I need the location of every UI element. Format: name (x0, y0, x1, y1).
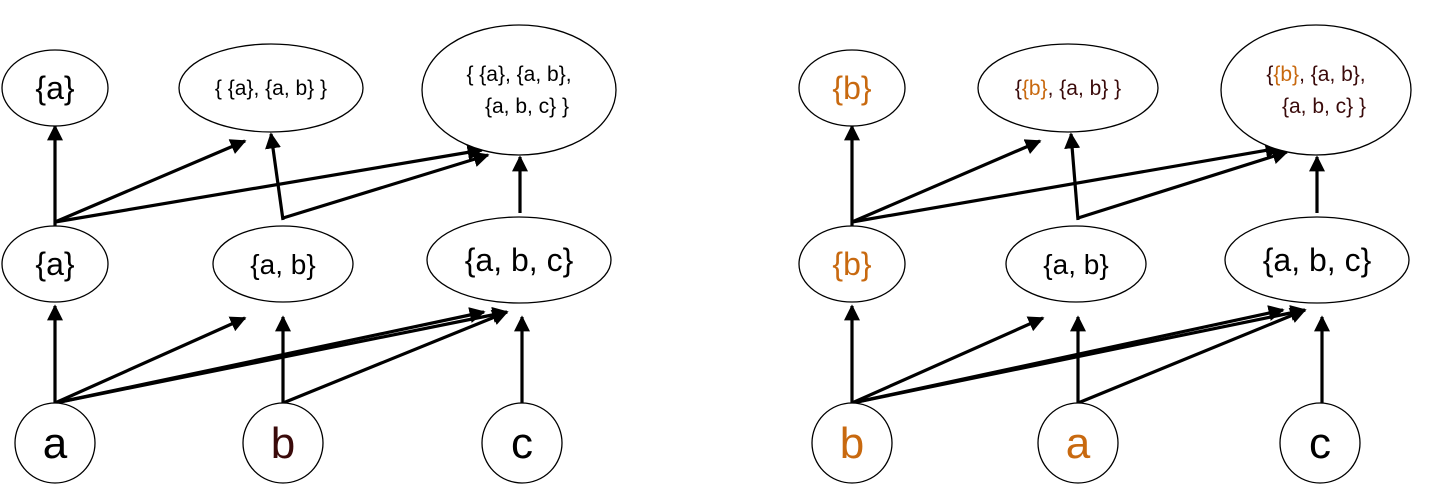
left-singleton-node-0-outline (1, 225, 109, 303)
left-singleton-node-2: {a, b, c} (426, 216, 612, 304)
left-singleton-node-0: {a} (1, 225, 109, 303)
right-input-node-0: b (811, 402, 893, 484)
left-powerset-node-1-outline (178, 43, 364, 133)
right-powerset-node-0-label-part: {b} (832, 70, 871, 106)
left-singleton-node-2-label-part: {a, b, c} (465, 242, 574, 278)
left-input-node-2-label: c (511, 419, 533, 468)
left-powerset-node-2-label-part: {a, b, c} } (485, 95, 569, 118)
left-input-node-0-label: a (43, 419, 68, 468)
right-singleton-node-1-label: {a, b} (1043, 249, 1108, 280)
left-input-node-2: c (481, 402, 563, 484)
left-input-node-1-label: b (271, 419, 295, 468)
right-singleton-node-2-outline (1224, 216, 1410, 304)
right-input-node-0-label-part: b (840, 419, 864, 468)
right-powerset-node-2-label-part: {a, b, c} } (1282, 95, 1366, 118)
right-singleton-node-1: {a, b} (1005, 225, 1147, 303)
left-panel: a b c {a} {a, b} {a, b, c} {a} { {a}, {a, b} } {… (1, 24, 617, 484)
left-input-node-0-outline (14, 402, 96, 484)
right-arrows (844, 124, 1330, 405)
left-powerset-node-1-label: { {a}, {a, b} } (215, 77, 327, 100)
right-input-node-2-label-part: c (1309, 419, 1331, 468)
right-powerset-node-1-label-part: {b} (1022, 77, 1048, 100)
right-powerset-node-2-label: {{b}, {a, b}, {a, b, c} } (1266, 63, 1366, 118)
right-powerset-node-1-label: {{b}, {a, b} } (1015, 77, 1121, 100)
right-input-node-2-label: c (1309, 419, 1331, 468)
right-arrow-9 (851, 142, 1282, 224)
left-singleton-node-1-label-part: {a, b} (250, 249, 315, 280)
right-powerset-node-1-outline (977, 43, 1159, 133)
right-powerset-node-0-label: {b} (832, 70, 871, 106)
right-powerset-node-2-label-part: {b} (1273, 63, 1299, 86)
right-powerset-node-2-outline (1220, 24, 1412, 156)
right-arrow-10 (1064, 132, 1081, 221)
left-powerset-node-0-label: {a} (35, 70, 74, 106)
right-singleton-node-0-outline (798, 225, 906, 303)
left-singleton-node-2-label: {a, b, c} (465, 242, 574, 278)
left-singleton-node-1-label: {a, b} (250, 249, 315, 280)
right-input-node-2-outline (1279, 402, 1361, 484)
left-powerset-node-0: {a} (1, 49, 109, 127)
right-input-node-2: c (1279, 402, 1361, 484)
left-input-node-0-label-part: a (43, 419, 68, 468)
right-singleton-node-2-label-part: {a, b, c} (1263, 242, 1372, 278)
left-singleton-node-1: {a, b} (212, 225, 354, 303)
right-powerset-node-2-label-part: { (1266, 63, 1273, 86)
right-powerset-node-1-label-part: , {a, b} } (1048, 77, 1122, 100)
left-powerset-node-1-label-part: { {a}, {a, b} } (215, 77, 327, 100)
right-singleton-node-1-label-part: {a, b} (1043, 249, 1108, 280)
left-arrow-10 (265, 132, 285, 221)
right-input-node-0-outline (811, 402, 893, 484)
right-powerset-node-2: {{b}, {a, b}, {a, b, c} } (1220, 24, 1412, 156)
left-singleton-node-2-outline (426, 216, 612, 304)
left-powerset-node-2-label-part: { {a}, {a, b}, (466, 63, 571, 86)
left-input-node-1-label-part: b (271, 419, 295, 468)
left-singleton-node-0-label-part: {a} (35, 246, 74, 282)
right-singleton-node-0-label: {b} (832, 246, 871, 282)
left-powerset-node-0-outline (1, 49, 109, 127)
left-singleton-node-0-label: {a} (35, 246, 74, 282)
left-powerset-node-1: { {a}, {a, b} } (178, 43, 364, 133)
left-arrow-5 (282, 310, 509, 405)
right-input-node-0-label: b (840, 419, 864, 468)
left-input-node-1: b (242, 402, 324, 484)
right-arrow-5 (1077, 308, 1307, 405)
right-input-node-1: a (1037, 402, 1119, 484)
right-input-node-1-label: a (1066, 419, 1091, 468)
left-powerset-node-2-label: { {a}, {a, b}, {a, b, c} } (466, 63, 571, 118)
left-arrow-3 (54, 306, 509, 405)
left-input-node-2-label-part: c (511, 419, 533, 468)
left-powerset-node-2: { {a}, {a, b}, {a, b, c} } (421, 24, 617, 156)
right-powerset-node-0: {b} (798, 49, 906, 127)
left-arrow-9 (54, 144, 484, 224)
right-singleton-node-2: {a, b, c} (1224, 216, 1410, 304)
right-singleton-node-1-outline (1005, 225, 1147, 303)
right-singleton-node-0: {b} (798, 225, 906, 303)
right-powerset-node-0-outline (798, 49, 906, 127)
right-input-node-1-label-part: a (1066, 419, 1091, 468)
left-arrows (47, 124, 530, 405)
right-arrow-11 (1077, 148, 1289, 220)
right-powerset-node-1-label-part: { (1015, 77, 1022, 100)
left-arrow-11 (282, 151, 490, 220)
right-powerset-node-2-label-part: , {a, b}, (1299, 63, 1366, 86)
left-input-node-0: a (14, 402, 96, 484)
left-input-node-1-outline (242, 402, 324, 484)
right-input-node-1-outline (1037, 402, 1119, 484)
left-arrow-8 (54, 139, 247, 224)
left-powerset-node-2-outline (421, 24, 617, 156)
right-singleton-node-2-label: {a, b, c} (1263, 242, 1372, 278)
right-singleton-node-0-label-part: {b} (832, 246, 871, 282)
left-powerset-node-0-label-part: {a} (35, 70, 74, 106)
right-arrow-8 (851, 139, 1042, 224)
left-singleton-node-1-outline (212, 225, 354, 303)
right-powerset-node-1: {{b}, {a, b} } (977, 43, 1159, 133)
left-input-node-2-outline (481, 402, 563, 484)
left-arrow-1 (54, 316, 247, 405)
right-arrow-1 (851, 316, 1045, 405)
